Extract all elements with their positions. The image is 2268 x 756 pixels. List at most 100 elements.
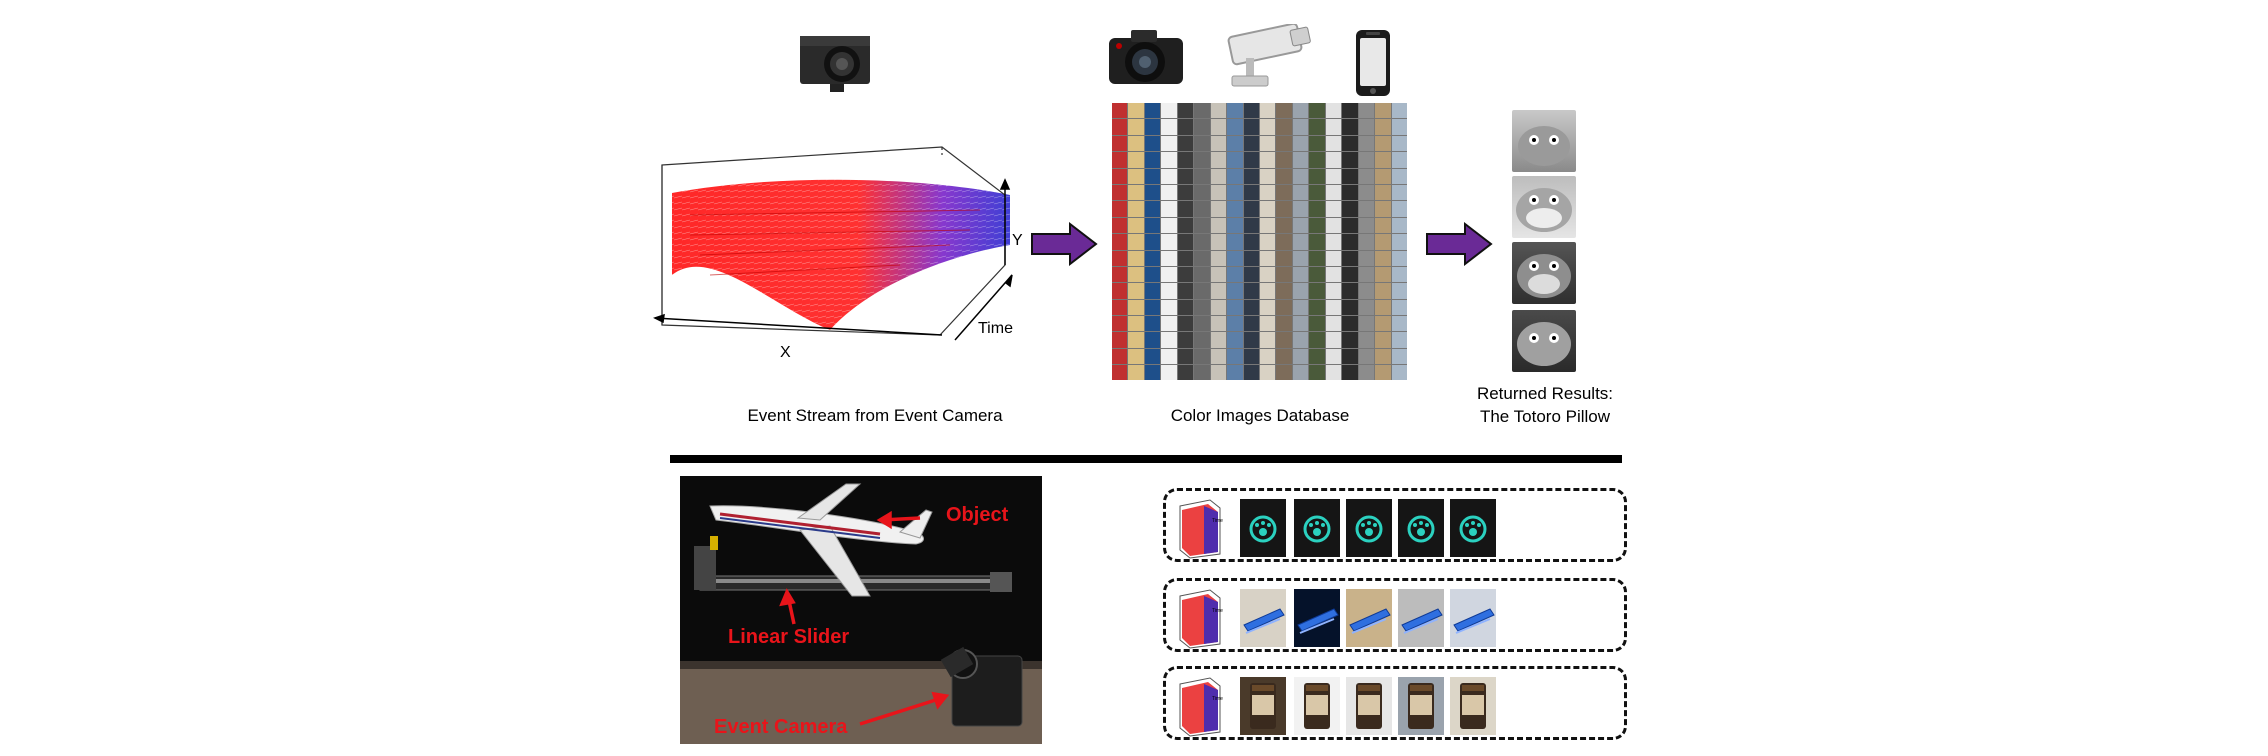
dslr-camera-icon bbox=[1109, 30, 1183, 84]
database-tile bbox=[1276, 299, 1292, 316]
database-tile bbox=[1325, 316, 1342, 332]
database-tile bbox=[1161, 316, 1177, 332]
database-tile bbox=[1358, 103, 1375, 119]
database-tile bbox=[1276, 119, 1292, 135]
database-tile bbox=[1144, 103, 1161, 119]
database-tile bbox=[1276, 332, 1292, 348]
database-tile bbox=[1342, 168, 1358, 184]
database-tile bbox=[1309, 217, 1325, 234]
database-tile bbox=[1112, 365, 1128, 380]
database-tile bbox=[1227, 316, 1243, 332]
database-tile bbox=[1144, 332, 1161, 348]
database-tile bbox=[1276, 250, 1292, 266]
database-tile bbox=[1325, 217, 1342, 234]
database-tile bbox=[1276, 365, 1292, 380]
example-image bbox=[1240, 677, 1286, 735]
database-tile bbox=[1342, 103, 1358, 119]
database-tile bbox=[1112, 103, 1128, 119]
database-tile bbox=[1112, 217, 1128, 234]
database-tile bbox=[1358, 152, 1375, 168]
database-tile bbox=[1194, 201, 1210, 217]
database-tile bbox=[1309, 103, 1325, 119]
database-tile bbox=[1260, 103, 1276, 119]
database-tile bbox=[1128, 348, 1144, 365]
database-tile bbox=[1210, 103, 1227, 119]
database-tile bbox=[1194, 119, 1210, 135]
returned-results bbox=[1512, 110, 1578, 372]
database-tile bbox=[1112, 348, 1128, 365]
event-stream-plot: X Y Time bbox=[653, 146, 1023, 360]
database-tile bbox=[1325, 299, 1342, 316]
example-image bbox=[1450, 499, 1496, 557]
database-tile bbox=[1375, 217, 1391, 234]
database-tile bbox=[1144, 348, 1161, 365]
database-tile bbox=[1210, 266, 1227, 283]
database-tile bbox=[1358, 201, 1375, 217]
database-tile bbox=[1342, 234, 1358, 250]
smartphone-icon bbox=[1356, 30, 1390, 96]
database-tile bbox=[1260, 234, 1276, 250]
database-tile bbox=[1292, 234, 1309, 250]
database-tile bbox=[1391, 184, 1407, 201]
database-tile bbox=[1227, 332, 1243, 348]
database-tile bbox=[1292, 283, 1309, 299]
database-tile bbox=[1292, 135, 1309, 152]
database-tile bbox=[1161, 184, 1177, 201]
database-tile bbox=[1276, 217, 1292, 234]
database-tile bbox=[1161, 299, 1177, 316]
database-tile bbox=[1144, 217, 1161, 234]
database-tile bbox=[1260, 184, 1276, 201]
database-tile bbox=[1194, 365, 1210, 380]
database-tile bbox=[1342, 266, 1358, 283]
database-tile bbox=[1309, 201, 1325, 217]
database-tile bbox=[1358, 234, 1375, 250]
database-tile bbox=[1128, 332, 1144, 348]
database-tile bbox=[1112, 266, 1128, 283]
database-tile bbox=[1210, 168, 1227, 184]
database-tile bbox=[1309, 152, 1325, 168]
database-tile bbox=[1243, 365, 1259, 380]
database-tile bbox=[1128, 365, 1144, 380]
database-tile bbox=[1177, 348, 1194, 365]
database-tile bbox=[1161, 201, 1177, 217]
database-tile bbox=[1260, 119, 1276, 135]
database-tile bbox=[1161, 365, 1177, 380]
database-tile bbox=[1161, 250, 1177, 266]
database-tile bbox=[1391, 332, 1407, 348]
database-tile bbox=[1260, 316, 1276, 332]
flow-arrow-2 bbox=[1426, 222, 1493, 266]
database-tile bbox=[1227, 119, 1243, 135]
database-tile bbox=[1144, 283, 1161, 299]
example-image bbox=[1398, 677, 1444, 735]
database-tile bbox=[1325, 348, 1342, 365]
database-tile bbox=[1161, 152, 1177, 168]
axis-x-label: X bbox=[780, 344, 791, 360]
database-tile bbox=[1342, 119, 1358, 135]
database-tile bbox=[1177, 152, 1194, 168]
database-tile bbox=[1260, 266, 1276, 283]
database-tile bbox=[1358, 332, 1375, 348]
svg-text:Time: Time bbox=[1212, 518, 1223, 524]
database-tile bbox=[1292, 119, 1309, 135]
axis-time-label: Time bbox=[978, 320, 1013, 337]
database-tile bbox=[1161, 168, 1177, 184]
database-tile bbox=[1309, 266, 1325, 283]
database-tile bbox=[1177, 250, 1194, 266]
database-tile bbox=[1325, 283, 1342, 299]
database-tile bbox=[1144, 299, 1161, 316]
database-tile bbox=[1342, 365, 1358, 380]
event-stream-caption: Event Stream from Event Camera bbox=[747, 406, 1003, 425]
database-tile bbox=[1210, 365, 1227, 380]
database-tile bbox=[1309, 283, 1325, 299]
database-tile bbox=[1227, 135, 1243, 152]
example-image bbox=[1346, 499, 1392, 557]
flow-arrow-1 bbox=[1031, 222, 1098, 266]
database-tile bbox=[1128, 119, 1144, 135]
database-tile bbox=[1128, 316, 1144, 332]
database-tile bbox=[1227, 234, 1243, 250]
svg-text:Time: Time bbox=[1212, 696, 1223, 702]
database-tile bbox=[1112, 250, 1128, 266]
database-tile bbox=[1260, 250, 1276, 266]
database-tile bbox=[1309, 348, 1325, 365]
database-tile bbox=[1194, 217, 1210, 234]
